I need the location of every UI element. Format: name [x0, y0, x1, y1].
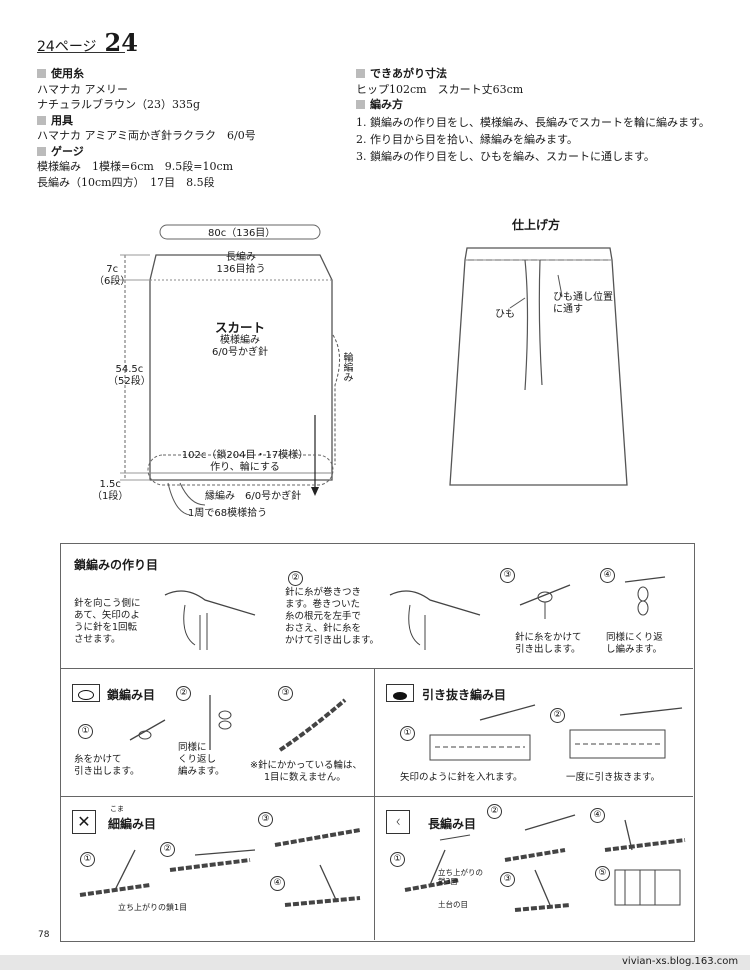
square-bullet-icon — [37, 115, 46, 125]
size-line: ヒップ102cm スカート丈63cm — [356, 82, 524, 96]
step-number: ④ — [590, 808, 605, 823]
step-text: 立ち上がりの鎖3目 — [438, 868, 483, 886]
slip-symbol-icon — [393, 692, 407, 700]
double-crochet-title: 長編み目 — [428, 817, 477, 831]
step-number: ③ — [278, 686, 293, 701]
single-crochet-illustration — [79, 828, 361, 907]
chain-stitch-illustration — [129, 695, 347, 752]
tools-line: ハマナカ アミアミ両かぎ針ラクラク 6/0号 — [37, 129, 256, 142]
bottom-label: 102c（鎖204目・17模様）作り、輪にする — [181, 450, 309, 473]
chain-stitch-title: 鎖編み目 — [107, 688, 156, 702]
step-number: ② — [550, 708, 565, 723]
method-step: 1. 鎖編みの作り目をし、模様編み、長編みでスカートを輪に編みます。 — [356, 115, 710, 129]
step-number: ② — [288, 571, 303, 586]
gauge-line: 長編み（10cm四方） 17目 8.5段 — [37, 175, 215, 189]
chain-step-illustration — [624, 576, 666, 616]
square-bullet-icon — [37, 69, 46, 79]
ruby-text: こま — [110, 805, 124, 813]
step-number: ③ — [500, 872, 515, 887]
step-number: ③ — [258, 812, 273, 827]
watermark-text: vivian-xs.blog.163.com — [622, 956, 739, 967]
step-number: ① — [78, 724, 93, 739]
chain-symbol-box — [72, 684, 100, 702]
finish-title: 仕上げ方 — [512, 218, 561, 232]
skirt-outline — [449, 247, 628, 486]
step-number: ③ — [500, 568, 515, 583]
edge-label-1: 縁編み 6/0号かぎ針 — [205, 491, 302, 502]
step-text: 針に糸をかけて引き出します。 — [515, 632, 582, 655]
step-text: 矢印のように針を入れます。 — [400, 772, 523, 783]
chain-symbol-icon — [78, 690, 94, 700]
step-number: ④ — [270, 876, 285, 891]
step-number: ② — [160, 842, 175, 857]
box-divider — [60, 668, 693, 669]
step-text: 針を向こう側にあて、矢印のよ うに針を1回転させます。 — [74, 598, 141, 645]
step-text: 同様にくり返し編みます。 — [606, 632, 663, 655]
hand-illustration-2 — [389, 590, 481, 650]
double-crochet-symbol-icon: ᚲ — [386, 810, 410, 834]
skirt-center-label: スカート 模様編み 6/0号かぎ針 — [211, 320, 269, 358]
edge-label-2: 1周で68模様拾う — [188, 508, 268, 519]
watermark-bar — [0, 955, 750, 970]
step-number: ① — [400, 726, 415, 741]
materials-section: 使用糸 ハマナカ アメリー ナチュラルブラウン（23）335g 用具 ハマナカ … — [37, 66, 337, 190]
box-divider — [60, 796, 693, 797]
top-width-label: 80c（136目） — [208, 228, 276, 239]
width-bar — [159, 224, 321, 240]
page-label: 24ページ — [37, 39, 97, 55]
slip-symbol-box — [386, 684, 414, 702]
gauge-heading: ゲージ — [37, 144, 337, 160]
tools-heading: 用具 — [37, 113, 337, 129]
step-text: ※針にかかっている輪は、1目に数えません。 — [250, 760, 362, 783]
slip-stitch-title: 引き抜き編み目 — [422, 688, 507, 702]
step-text: 一度に引き抜きます。 — [566, 772, 661, 783]
box-divider — [374, 668, 375, 940]
skirt-diagram — [120, 224, 340, 516]
step-text: 針に糸が巻きつきます。巻きついた 糸の根元を左手でおさえ、針に糸を かけて引き出… — [285, 587, 380, 646]
double-crochet-illustration — [404, 814, 686, 912]
step-text: 立ち上がりの鎖1目 — [118, 903, 188, 912]
hand-illustration-1 — [164, 590, 256, 650]
step-number: ⑤ — [595, 866, 610, 881]
square-bullet-icon — [356, 100, 365, 110]
single-crochet-symbol-icon: ✕ — [72, 810, 96, 834]
step-number: ② — [176, 686, 191, 701]
dim-bottom: 1.5c（1段） — [92, 479, 129, 502]
side-label: 輪編み — [341, 352, 352, 382]
step-text: 同様にくり返し編みます。 — [178, 742, 225, 777]
step-number: ② — [487, 804, 502, 819]
cord-position-label: ひも通し位置に通す — [553, 292, 613, 315]
page-footer-number: 78 — [38, 930, 50, 940]
method-step: 3. 鎖編みの作り目をし、ひもを編み、スカートに通します。 — [356, 149, 655, 163]
header-underline — [37, 52, 125, 53]
gauge-line: 模様編み 1模様=6cm 9.5段=10cm — [37, 160, 234, 173]
step-text: 糸をかけて引き出します。 — [74, 754, 140, 777]
chain-foundation-title: 鎖編みの作り目 — [74, 558, 159, 572]
cord-label: ひも — [495, 309, 515, 320]
skirt-outline — [149, 254, 333, 481]
size-heading: できあがり寸法 — [356, 66, 726, 82]
square-bullet-icon — [37, 146, 46, 156]
step-number: ① — [80, 852, 95, 867]
instructions-section: できあがり寸法 ヒップ102cm スカート丈63cm 編み方 1. 鎖編みの作り… — [356, 66, 726, 165]
method-heading: 編み方 — [356, 97, 726, 113]
method-step: 2. 作り目から目を拾い、縁編みを編みます。 — [356, 132, 578, 146]
step-text: 土台の目 — [438, 900, 468, 909]
dim-main: 54.5c（52段） — [108, 364, 151, 387]
square-bullet-icon — [356, 69, 365, 79]
stitch-guide-box — [60, 543, 695, 942]
chain-step-illustration — [519, 584, 571, 619]
dim-top: 7c（6段） — [94, 264, 131, 287]
step-number: ④ — [600, 568, 615, 583]
yarn-heading: 使用糸 — [37, 66, 337, 82]
step-number: ① — [390, 852, 405, 867]
yarn-line: ナチュラルブラウン（23）335g — [37, 98, 201, 111]
finish-diagram — [449, 247, 628, 486]
slip-stitch-illustration — [429, 704, 683, 761]
single-crochet-title: 細編み目 — [108, 817, 157, 831]
yarn-line: ハマナカ アメリー — [37, 82, 128, 96]
